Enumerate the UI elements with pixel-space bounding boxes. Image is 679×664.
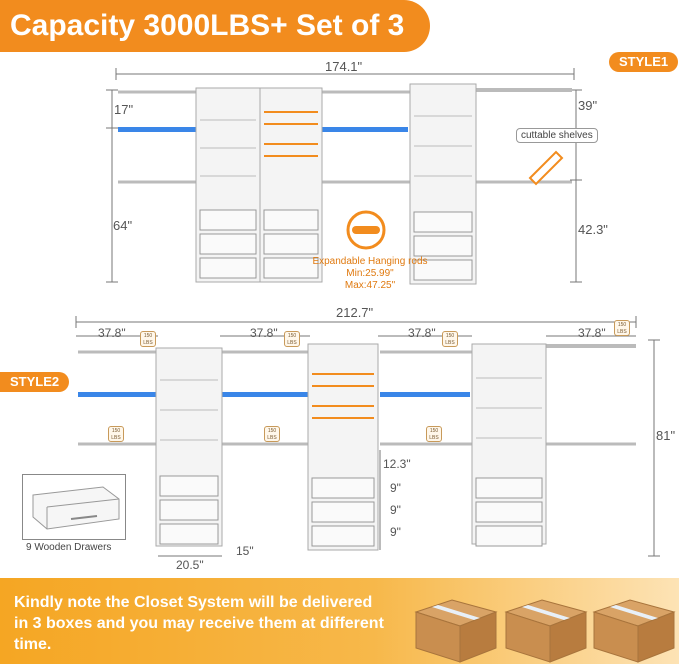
- dim-12-3: 12.3": [383, 457, 411, 471]
- style2-width-dim: 212.7": [336, 305, 374, 320]
- style1-diagram: [106, 68, 582, 285]
- style2-tag-label: STYLE2: [10, 374, 60, 389]
- badge-unit: LBS: [429, 435, 439, 441]
- style1-tag-label: STYLE1: [619, 54, 669, 69]
- drawer-icon: [32, 486, 120, 530]
- style2-diagram: [75, 316, 660, 557]
- badge-unit: LBS: [287, 340, 297, 346]
- badge-unit: LBS: [143, 340, 153, 346]
- dim-9-b: 9": [390, 503, 401, 517]
- delivery-notice: Kindly note the Closet System will be de…: [14, 594, 384, 653]
- style1-dim-64: 64": [113, 218, 133, 233]
- badge-unit: LBS: [267, 435, 277, 441]
- rods-max: Max:47.25": [344, 280, 396, 291]
- style1-dim-17: 17": [114, 102, 134, 117]
- badge-unit: LBS: [617, 329, 627, 335]
- cuttable-shelves-label: cuttable shelves: [516, 128, 598, 143]
- drawer-inset: [22, 474, 126, 540]
- style2-section-width-1: 37.8": [98, 326, 126, 340]
- badge-number: 150: [267, 428, 277, 434]
- expandable-rods-note: Expandable Hanging rods Min:25.99" Max:4…: [300, 256, 440, 292]
- page-title: Capacity 3000LBS+ Set of 3: [10, 9, 405, 42]
- title-banner: Capacity 3000LBS+ Set of 3: [0, 0, 430, 52]
- style2-height-dim: 81": [656, 428, 676, 443]
- style1-dim-42: 42.3": [578, 222, 608, 237]
- dim-9-c: 9": [390, 525, 401, 539]
- style1-dim-39: 39": [578, 98, 598, 113]
- style2-section-width-4: 37.8": [578, 326, 606, 340]
- style2-tag: STYLE2: [0, 372, 70, 392]
- badge-number: 150: [143, 333, 153, 339]
- rods-title: Expandable Hanging rods: [312, 256, 428, 267]
- badge-number: 150: [111, 428, 121, 434]
- badge-number: 150: [429, 428, 439, 434]
- style2-section-width-2: 37.8": [250, 326, 278, 340]
- shipping-boxes: [414, 599, 676, 663]
- rods-min: Min:25.99": [346, 268, 394, 279]
- badge-unit: LBS: [111, 435, 121, 441]
- box-icon-1: [414, 599, 498, 663]
- style1-width-dim: 174.1": [325, 59, 363, 74]
- style2-section-width-3: 37.8": [408, 326, 436, 340]
- dim-20-5: 20.5": [176, 558, 204, 572]
- badge-unit: LBS: [445, 340, 455, 346]
- badge-number: 150: [617, 322, 627, 328]
- badge-number: 150: [445, 333, 455, 339]
- dim-9-a: 9": [390, 481, 401, 495]
- drawers-label: 9 Wooden Drawers: [26, 542, 112, 553]
- style1-tag: STYLE1: [609, 52, 679, 72]
- box-icon-3: [592, 599, 676, 663]
- dim-15: 15": [236, 544, 254, 558]
- box-icon-2: [504, 599, 588, 663]
- badge-number: 150: [287, 333, 297, 339]
